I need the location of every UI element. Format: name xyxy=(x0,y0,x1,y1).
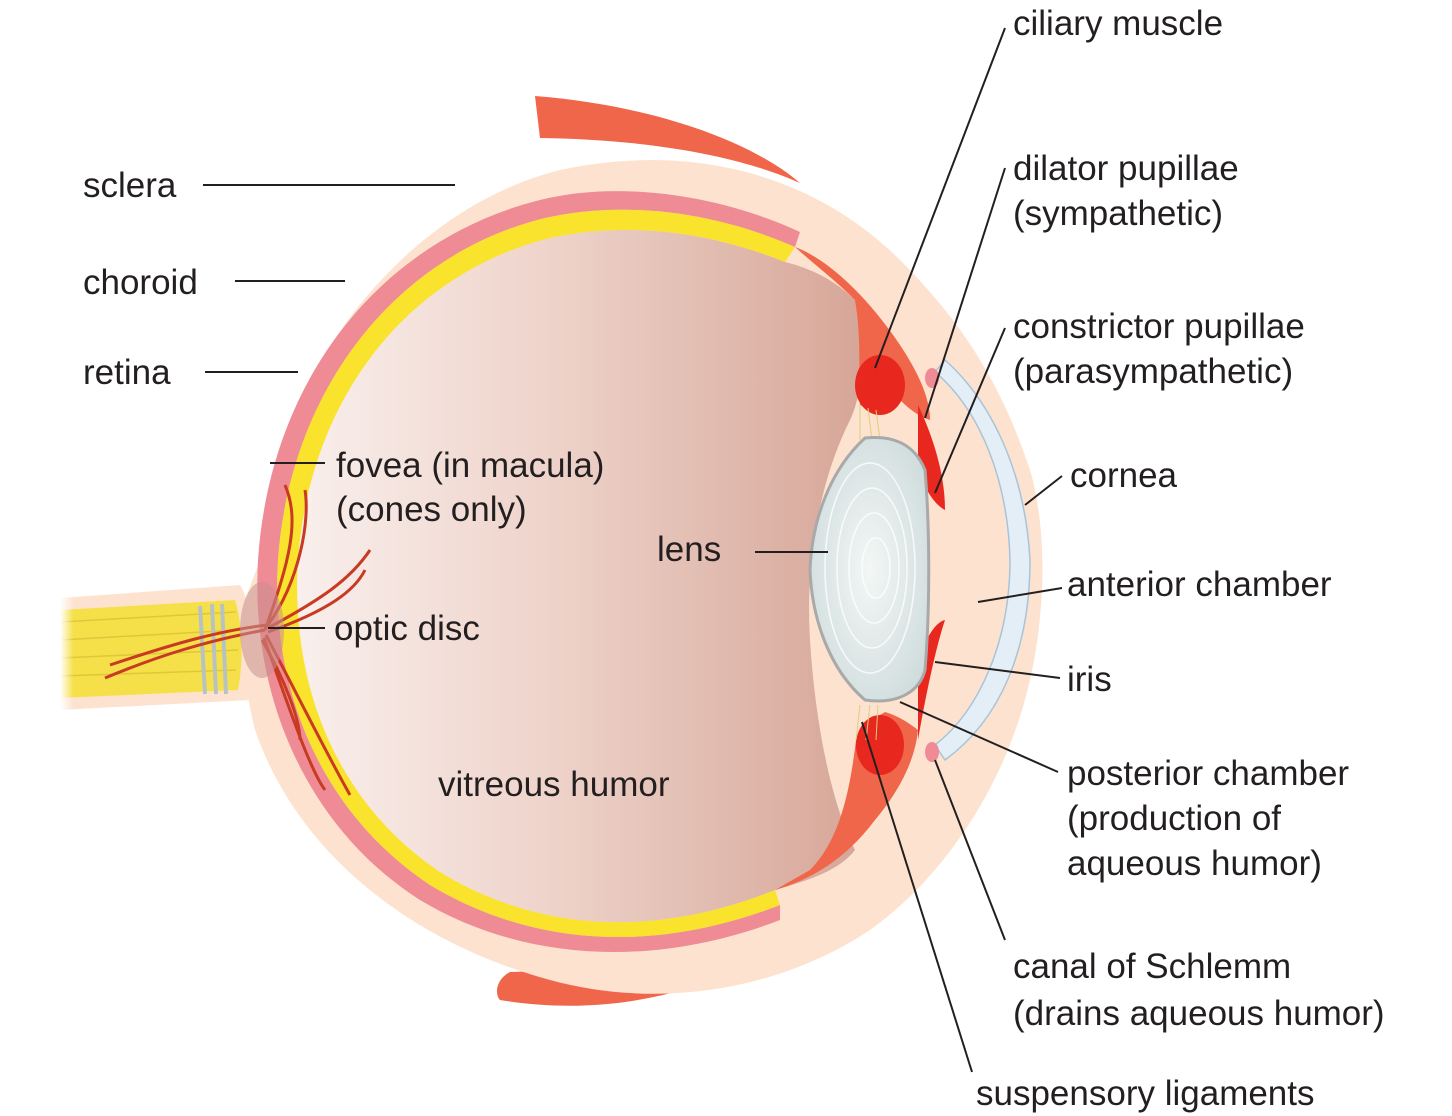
label-constrictor-line2: (parasympathetic) xyxy=(1013,352,1293,391)
label-schlemm-line2: (drains aqueous humor) xyxy=(1013,994,1385,1033)
upper-eye-muscle xyxy=(535,96,800,183)
dilator-leader xyxy=(924,167,1006,419)
label-suspensory-ligaments: suspensory ligaments xyxy=(976,1074,1315,1113)
schlemm-leader xyxy=(934,759,1006,941)
label-dilator-line2: (sympathetic) xyxy=(1013,194,1223,233)
anterior-chamber-leader xyxy=(977,587,1063,603)
label-fovea-line1: fovea (in macula) xyxy=(336,446,604,485)
iris-leader xyxy=(934,661,1061,679)
vitreous-body xyxy=(297,230,862,923)
label-posterior-line1: posterior chamber xyxy=(1067,754,1349,793)
label-optic-disc: optic disc xyxy=(334,609,480,648)
label-iris: iris xyxy=(1067,660,1112,699)
ciliary-knot-lower xyxy=(856,715,904,775)
leader-lines xyxy=(203,27,1063,1073)
label-sclera: sclera xyxy=(83,166,177,205)
constrictor-leader xyxy=(934,327,1006,494)
lens-growth-rings xyxy=(824,462,916,674)
optic-disc-spot xyxy=(240,582,284,678)
label-retina: retina xyxy=(83,353,171,392)
label-posterior-line3: aqueous humor) xyxy=(1067,844,1322,883)
label-schlemm-line1: canal of Schlemm xyxy=(1013,947,1291,986)
labels: sclera choroid retina fovea (in macula) … xyxy=(83,4,1385,1113)
suspensory-leader xyxy=(861,721,973,1073)
lens-body xyxy=(808,435,931,703)
label-choroid: choroid xyxy=(83,263,198,302)
cornea-leader xyxy=(1024,475,1063,506)
label-cornea: cornea xyxy=(1070,456,1178,495)
canal-of-schlemm-lower xyxy=(925,742,939,762)
posterior-chamber-leader xyxy=(899,701,1059,773)
label-lens: lens xyxy=(657,530,721,569)
label-posterior-line2: (production of xyxy=(1067,799,1281,838)
label-fovea-line2: (cones only) xyxy=(336,490,527,529)
label-dilator-line1: dilator pupillae xyxy=(1013,149,1239,188)
label-constrictor-line1: constrictor pupillae xyxy=(1013,307,1305,346)
optic-nerve xyxy=(59,585,252,720)
label-vitreous-humor: vitreous humor xyxy=(438,765,670,804)
ciliary-muscle-leader xyxy=(874,27,1006,369)
ciliary-knot-upper xyxy=(855,355,905,415)
label-ciliary-muscle: ciliary muscle xyxy=(1013,4,1223,43)
label-anterior-chamber: anterior chamber xyxy=(1067,565,1332,604)
cornea-layer xyxy=(933,358,1031,762)
